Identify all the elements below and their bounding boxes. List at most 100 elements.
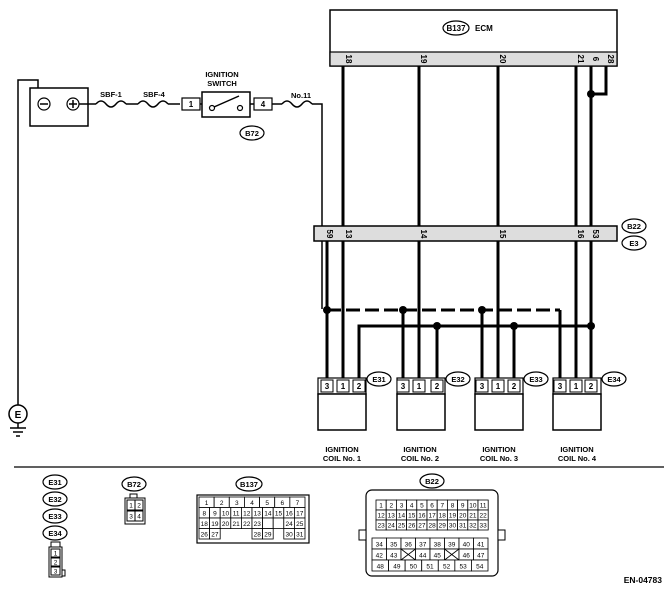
fuse-sbf-1-icon <box>95 100 127 108</box>
connector-pin: 16 <box>285 511 293 518</box>
connector-pin: 40 <box>463 542 471 549</box>
connector-pin: 53 <box>460 564 468 571</box>
ecm-pin: 20 <box>498 55 507 64</box>
coil-code: E34 <box>607 375 621 384</box>
ecm-code-badge <box>442 20 470 36</box>
connector-code: E34 <box>48 529 62 538</box>
fuse-no11-icon <box>281 100 313 108</box>
switch-title: IGNITION <box>205 70 238 79</box>
ecm-pins: 18 19 20 21 6 28 <box>344 55 615 64</box>
joint-code: B22 <box>627 222 641 231</box>
connector-pin: 2 <box>137 503 141 510</box>
connector-pin: 11 <box>233 511 240 518</box>
connector-pin: 4 <box>250 500 254 507</box>
connector-pin: 52 <box>443 564 451 571</box>
connector-pin: 44 <box>419 553 427 560</box>
coil-pin: 1 <box>574 382 579 391</box>
connector-pin: 12 <box>377 513 385 520</box>
connector-pin: 4 <box>137 514 141 521</box>
connector-pin: 14 <box>264 511 272 518</box>
connector-pin: 9 <box>461 503 465 510</box>
joint-connector: B22 E3 59 13 14 15 16 53 <box>313 218 647 251</box>
connector-pin: 5 <box>420 503 424 510</box>
blank-cell-cross <box>400 548 416 561</box>
switch-code: B72 <box>245 129 259 138</box>
connector-pin: 21 <box>232 521 240 528</box>
coil-name: IGNITION <box>325 445 358 454</box>
joint-pin: 13 <box>344 230 353 239</box>
connector-pin: 8 <box>451 503 455 510</box>
ground: E <box>8 404 28 437</box>
ignition-coil-2: 3 1 2 E32 IGNITION COIL No. 2 <box>396 371 471 463</box>
connector-pin: 10 <box>222 511 230 518</box>
connector-cell <box>209 528 221 540</box>
battery <box>29 87 89 127</box>
ecm-pin: 21 <box>576 55 585 64</box>
coil-pin: 1 <box>496 382 501 391</box>
connector-pin: 47 <box>477 553 485 560</box>
connector-pin: 6 <box>430 503 434 510</box>
connector-pin: 15 <box>408 513 416 520</box>
coil-pin: 3 <box>480 382 485 391</box>
ecm-pin: 18 <box>344 55 353 64</box>
connector-pin: 38 <box>434 542 442 549</box>
connector-pin: 18 <box>439 513 447 520</box>
joint-pin: 53 <box>591 230 600 239</box>
connector-pin: 3 <box>54 569 58 576</box>
switch-title: SWITCH <box>207 79 237 88</box>
connector-pin: 35 <box>390 542 398 549</box>
connector-pin: 13 <box>254 511 262 518</box>
fuse-sbf-4-icon <box>137 100 169 108</box>
connector-pin: 1 <box>129 503 133 510</box>
connector-pin: 16 <box>418 513 426 520</box>
switch-pin: 1 <box>189 100 194 109</box>
connector-pin: 3 <box>235 500 239 507</box>
connector-pin: 51 <box>426 564 434 571</box>
connector-cell <box>293 528 306 540</box>
connector-pin: 30 <box>285 532 293 539</box>
connector-pin: 25 <box>296 521 304 528</box>
connector-pin: 46 <box>463 553 471 560</box>
fuse-label: SBF-4 <box>143 90 165 99</box>
connector-code: E33 <box>48 512 61 521</box>
coil-pin: 2 <box>512 382 517 391</box>
connector-pin: 10 <box>469 503 477 510</box>
connector-pin: 32 <box>469 523 477 530</box>
connector-cell <box>477 519 489 531</box>
connector-pin: 31 <box>296 532 304 539</box>
connector-pin: 1 <box>54 551 58 558</box>
connector-code: E31 <box>48 478 61 487</box>
connector-pin: 15 <box>275 511 283 518</box>
connector-pin: 1 <box>205 500 209 507</box>
fuse-label: SBF-1 <box>100 90 122 99</box>
coil-pin: 3 <box>325 382 330 391</box>
connector-pin: 48 <box>377 564 385 571</box>
connector-pin: 49 <box>393 564 401 571</box>
ignition-coil-3: 3 1 2 E33 IGNITION COIL No. 3 <box>474 371 549 463</box>
connector-pin: 26 <box>201 532 209 539</box>
connector-cell <box>272 517 285 529</box>
coil-name: IGNITION <box>403 445 436 454</box>
ignition-coil-1: 3 1 2 E31 IGNITION COIL No. 1 <box>317 371 392 463</box>
connector-pin: 13 <box>388 513 396 520</box>
connector-pin: 19 <box>449 513 457 520</box>
connector-pin: 23 <box>377 523 385 530</box>
coil-pin: 3 <box>558 382 563 391</box>
connector-pin: 22 <box>243 521 251 528</box>
connector-pin: 37 <box>419 542 427 549</box>
connector-pin: 27 <box>211 532 219 539</box>
connector-pin: 8 <box>202 511 206 518</box>
connector-pin: 11 <box>480 503 487 510</box>
connector-pin: 27 <box>418 523 426 530</box>
connector-pin: 9 <box>213 511 217 518</box>
joint-code: E3 <box>629 239 638 248</box>
connector-pin: 26 <box>408 523 416 530</box>
connector-pin: 20 <box>459 513 467 520</box>
ignition-coil-4: 3 1 2 E34 IGNITION COIL No. 4 <box>552 371 627 463</box>
signal-wires <box>323 66 608 378</box>
connector-code: B72 <box>127 480 141 489</box>
connector-pin: 7 <box>440 503 444 510</box>
connector-pin: 1 <box>379 503 383 510</box>
